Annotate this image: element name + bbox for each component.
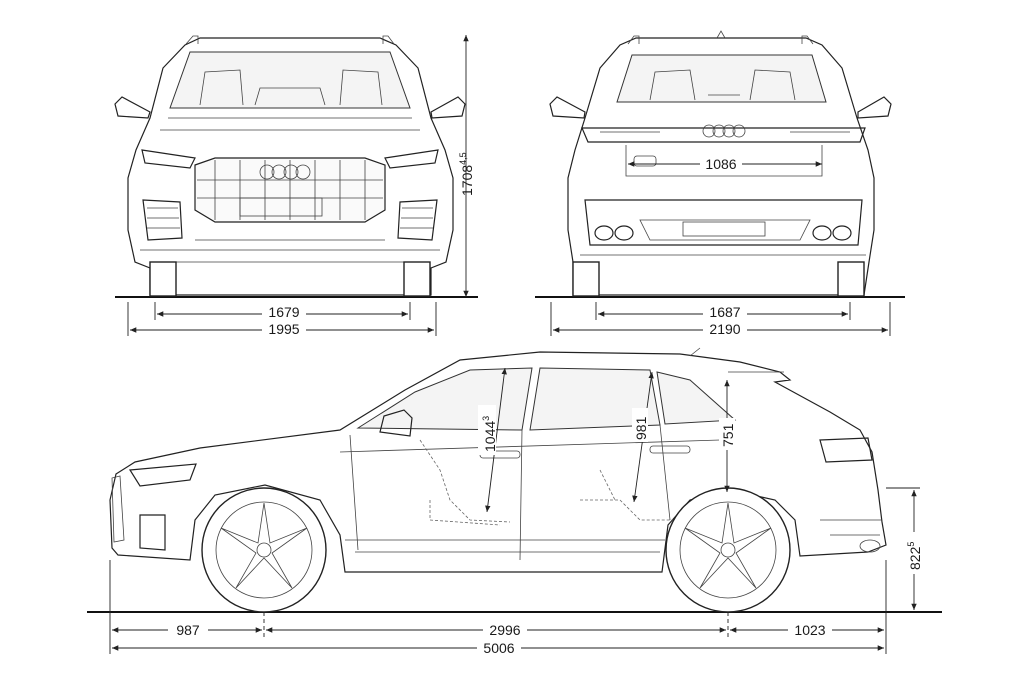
rear-badge (633, 155, 657, 167)
rear-diffuser (639, 219, 811, 241)
front-headlight-left (141, 149, 196, 169)
side-wheelbase-label: 2996 (489, 622, 520, 638)
side-headroom-rear-label: 981 (633, 416, 649, 440)
side-window-front (356, 367, 533, 431)
side-wheelbase-label-bg (483, 622, 527, 638)
rear-tire-right (837, 261, 865, 297)
side-window-quarter (656, 371, 737, 425)
side-rear-wheel (665, 487, 791, 613)
front-headlight-right (384, 149, 439, 169)
side-front-intake (139, 514, 166, 551)
side-headroom-rear-label-bg (632, 408, 648, 442)
side-door-lines (349, 424, 671, 561)
rear-mirror-left (549, 96, 586, 119)
rear-tire-left (572, 261, 600, 297)
side-belt-line (339, 439, 721, 453)
rear-panel-label-bg (700, 156, 742, 172)
side-front-seat-hint (419, 439, 511, 526)
side-rear-bumper-lines (820, 519, 882, 536)
side-taillight (819, 437, 873, 463)
front-width-label-bg (262, 321, 306, 337)
side-front-wheel (201, 487, 327, 613)
side-exhaust-tip (859, 539, 881, 553)
side-headroom-front-label: 10443 (481, 416, 498, 452)
front-mirror-left (114, 96, 151, 119)
front-track-label-bg (262, 304, 306, 320)
side-tailgate-label-bg (906, 532, 922, 574)
rear-width-label-bg (703, 321, 747, 337)
side-body-outline (109, 351, 887, 573)
side-length-label: 5006 (483, 640, 514, 656)
side-grille-edge (111, 475, 125, 543)
front-tire-left (149, 261, 177, 297)
front-windshield (169, 51, 411, 109)
side-view: 10443 981 751 8225 987 2996 1023 5006 (87, 347, 942, 656)
front-track-label: 1679 (268, 304, 299, 320)
side-mirror (379, 409, 413, 437)
front-hood-lines (160, 117, 420, 131)
front-body-outline (127, 37, 454, 296)
front-seats-outline (199, 69, 383, 106)
rear-mirror-right (857, 96, 892, 119)
front-width-label: 1995 (268, 321, 299, 337)
side-rear-seat-hint (580, 469, 680, 521)
rear-track-label-bg (703, 304, 747, 320)
side-trunk-height-label: 751 (720, 423, 736, 447)
front-roof-rail-right (382, 35, 395, 45)
side-front-overhang-label: 987 (176, 622, 200, 638)
rear-antenna (716, 30, 726, 39)
front-view: 17084,5 1679 1995 (114, 35, 478, 337)
rear-plate (682, 221, 766, 237)
front-intake-right (397, 199, 438, 241)
side-tailgate-height-label: 8225 (906, 542, 923, 570)
rear-roof-rails (627, 35, 814, 45)
side-rear-overhang-label: 1023 (794, 622, 825, 638)
rear-seats-outline (649, 69, 796, 101)
front-intake-slats (147, 207, 433, 229)
front-tire-right (403, 261, 431, 297)
side-rear-overhang-label-bg (788, 622, 832, 638)
side-sill-lines (345, 539, 665, 553)
side-door-handle-rear (649, 445, 691, 454)
front-height-label: 17084,5 (458, 152, 475, 196)
side-length-label-bg (477, 640, 521, 656)
rear-window (616, 54, 827, 103)
side-front-overhang-label-bg (168, 622, 208, 638)
rear-exhaust-tips (594, 225, 852, 241)
side-trunk-height-label-bg (719, 418, 735, 450)
rear-view: 1086 1687 2190 (535, 30, 905, 337)
rear-track-label: 1687 (709, 304, 740, 320)
rear-body-outline (567, 37, 875, 296)
side-headroom-front-label-bg (478, 405, 496, 455)
front-rings-logo (259, 164, 311, 180)
front-roof-rail-left (185, 35, 199, 45)
front-lower-bumper (140, 239, 440, 263)
rear-bumper (584, 199, 863, 246)
rear-tailgate-panel (625, 145, 823, 177)
side-headlight (128, 463, 197, 487)
side-roof-spoiler (689, 347, 784, 373)
rear-rings-logo (702, 124, 746, 138)
rear-width-label: 2190 (709, 321, 740, 337)
front-intake-left (142, 199, 183, 241)
front-mirror-right (430, 96, 466, 119)
rear-panel-label: 1086 (705, 156, 736, 172)
rear-taillight-bar (581, 127, 866, 143)
front-plate (239, 197, 323, 217)
